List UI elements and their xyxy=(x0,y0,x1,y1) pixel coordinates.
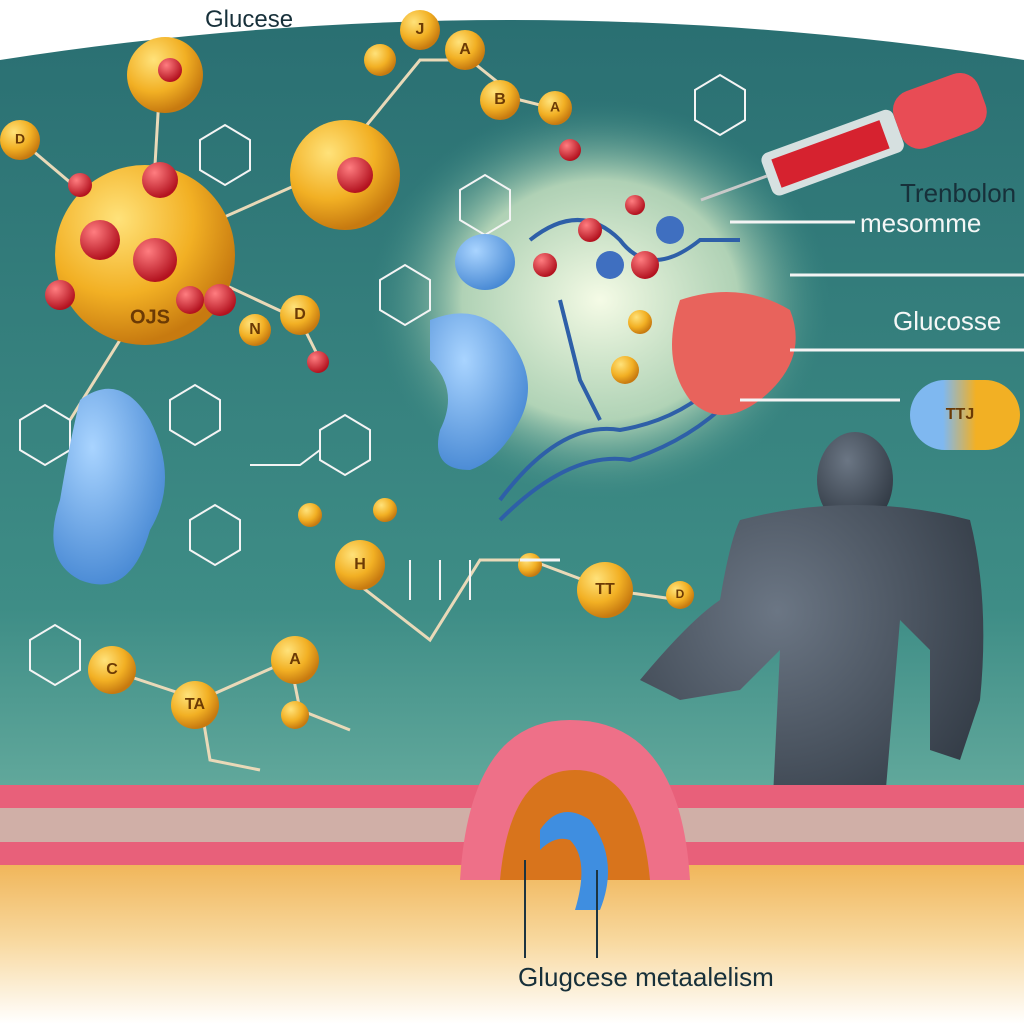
atom-label: A xyxy=(550,99,560,115)
label-metabolism: Glugcese metaalelism xyxy=(518,962,774,992)
small-atoms-center xyxy=(533,195,684,384)
syringe xyxy=(700,72,987,202)
atom-label: H xyxy=(354,556,366,573)
label-trenbolone: Trenbolon xyxy=(900,178,1017,208)
atom-label: J xyxy=(416,21,425,38)
atom-label: D xyxy=(294,306,306,323)
atom-label: A xyxy=(459,41,471,58)
leader-lines xyxy=(520,220,1024,562)
blue-proteins xyxy=(53,234,528,585)
blue-ring xyxy=(540,812,608,910)
atom-label: N xyxy=(249,321,261,338)
atom-label: TA xyxy=(185,696,206,713)
pill-capsule xyxy=(910,380,1020,450)
label-glucosse: Glucosse xyxy=(893,306,1002,336)
atom-label: D xyxy=(15,131,25,147)
atom-label: TT xyxy=(595,581,615,598)
label-mesomme: mesomme xyxy=(860,208,982,238)
atom-label: D xyxy=(676,587,685,601)
atom-label: OJS xyxy=(130,306,170,328)
atom-label: B xyxy=(494,91,506,108)
bottom-letters: H TT D C TA A xyxy=(106,556,684,713)
ground xyxy=(0,860,1024,1024)
molecule-cluster-bottom xyxy=(88,498,694,729)
sphere-letters: J A B A D N D OJS xyxy=(15,21,560,338)
pill-label: TTJ xyxy=(946,406,974,423)
atom-label: C xyxy=(106,661,118,678)
muscular-figure xyxy=(640,432,984,860)
molecule-cluster-top-left xyxy=(0,10,581,373)
label-glucose-top: Glucese xyxy=(205,6,294,33)
atom-label: A xyxy=(289,651,301,668)
red-organelle xyxy=(672,292,796,415)
skeletal-formulas xyxy=(19,73,746,687)
